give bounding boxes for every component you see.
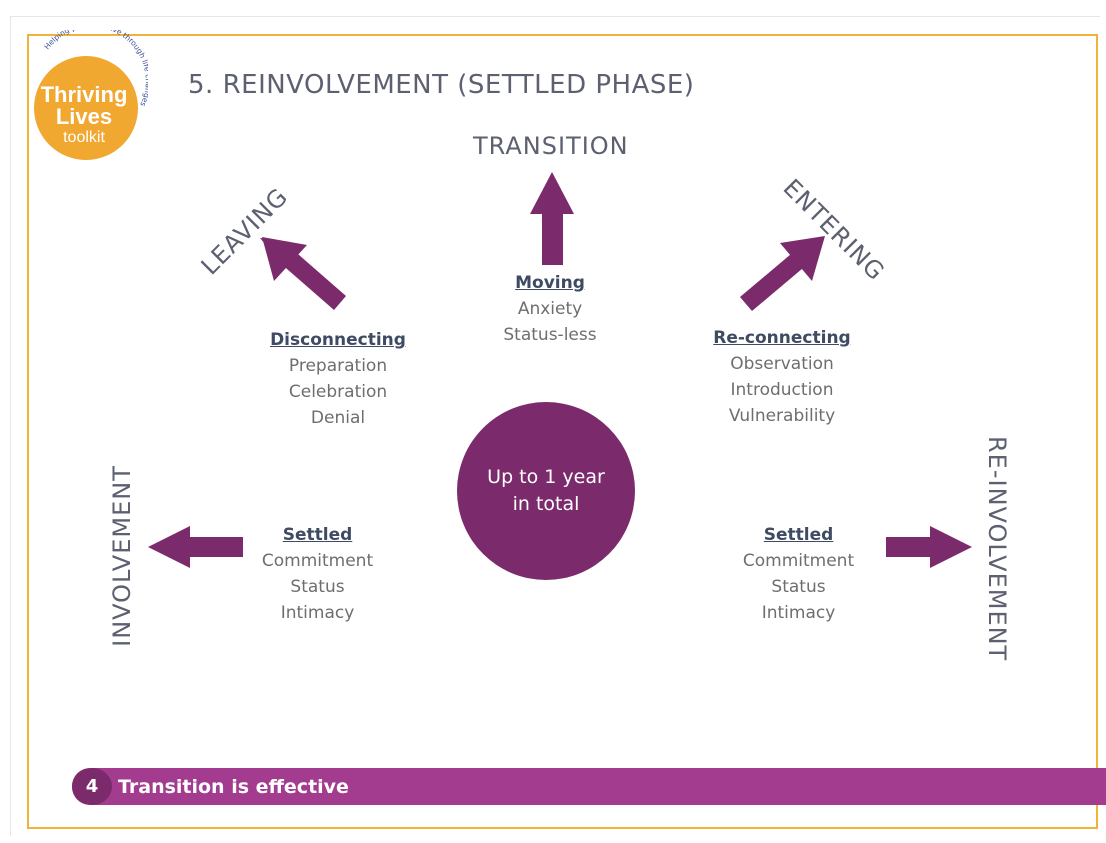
logo-line-3: toolkit	[63, 129, 105, 146]
block-moving-line: Anxiety	[517, 299, 583, 319]
thriving-lives-logo: Helping people thrive through life chang…	[34, 30, 148, 160]
arrow-up-left-leaving-shaft	[279, 248, 346, 310]
block-moving-head: Moving	[515, 273, 585, 293]
block-disconnecting-line: Preparation	[288, 356, 388, 376]
block-disconnecting-line: Denial	[310, 408, 366, 428]
block-settled-right-line: Intimacy	[761, 603, 836, 623]
block-disconnecting-line: Celebration	[288, 382, 388, 402]
block-settled-left-line: Status	[290, 577, 345, 597]
block-settled-right-line: Status	[771, 577, 826, 597]
step-text: Transition is effective	[118, 775, 349, 798]
arrow-left-involvement	[148, 526, 243, 568]
block-moving: Moving Anxiety Status-less	[470, 270, 630, 348]
logo-line-2: Lives	[56, 104, 112, 129]
block-reconnecting-line: Introduction	[730, 380, 834, 400]
block-disconnecting-head: Disconnecting	[270, 330, 406, 350]
arrow-right-reinvolvement	[886, 526, 972, 568]
block-settled-left: Settled Commitment Status Intimacy	[245, 522, 390, 626]
block-reconnecting: Re-connecting Observation Introduction V…	[692, 325, 872, 429]
block-settled-left-line: Intimacy	[280, 603, 355, 623]
block-reconnecting-head: Re-connecting	[713, 328, 851, 348]
slide-title: 5. REINVOLVEMENT (SETTLED PHASE)	[188, 70, 695, 100]
block-settled-right-head: Settled	[763, 525, 834, 545]
slide-frame	[27, 34, 1098, 829]
block-settled-left-line: Commitment	[261, 551, 374, 571]
hub-line-2: in total	[512, 493, 580, 515]
left-border	[10, 16, 11, 836]
top-border	[10, 16, 1100, 17]
arrow-up-left-leaving-head	[262, 237, 307, 281]
block-moving-line: Status-less	[503, 325, 597, 345]
hub-line-1: Up to 1 year	[487, 466, 605, 488]
arrow-up-right-entering-head	[780, 236, 825, 281]
logo-line-1: Thriving	[41, 82, 128, 107]
block-settled-right: Settled Commitment Status Intimacy	[726, 522, 871, 626]
block-settled-right-line: Commitment	[742, 551, 855, 571]
block-reconnecting-line: Vulnerability	[728, 406, 836, 426]
arrow-up-right-entering-shaft	[740, 249, 809, 311]
label-involvement: INVOLVEMENT	[108, 465, 136, 647]
step-number: 4	[72, 768, 112, 805]
duration-hub: Up to 1 year in total	[457, 402, 635, 580]
arrow-up-transition	[530, 172, 574, 265]
block-disconnecting: Disconnecting Preparation Celebration De…	[248, 327, 428, 431]
label-reinvolvement: RE-INVOLVEMENT	[983, 436, 1011, 662]
label-transition: TRANSITION	[473, 132, 629, 160]
block-settled-left-head: Settled	[282, 525, 353, 545]
block-reconnecting-line: Observation	[730, 354, 834, 374]
step-banner: 4 Transition is effective	[72, 768, 1106, 805]
